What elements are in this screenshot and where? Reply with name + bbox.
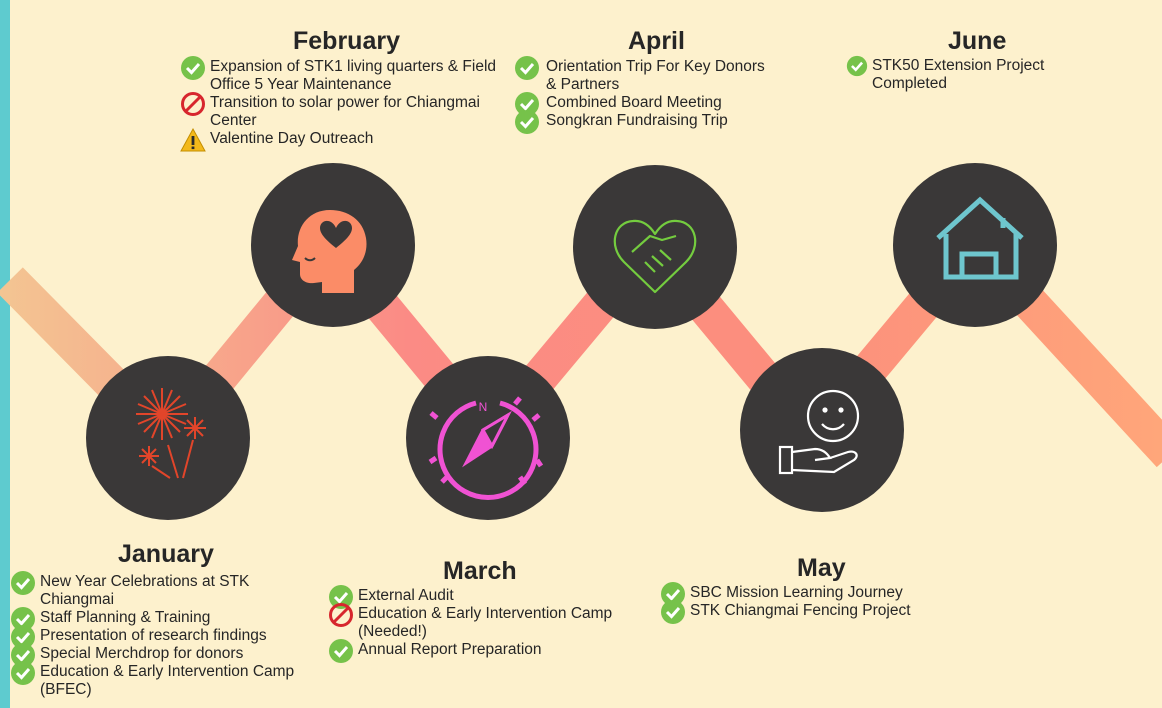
check-icon bbox=[515, 110, 539, 134]
list-item: Songkran Fundraising Trip bbox=[514, 110, 774, 134]
list-item: Special Merchdrop for donors bbox=[10, 643, 320, 667]
may-circle bbox=[740, 348, 904, 512]
list-item: External Audit bbox=[328, 585, 628, 609]
month-title-march: March bbox=[443, 557, 517, 585]
list-item: Combined Board Meeting bbox=[514, 92, 774, 116]
check-icon bbox=[11, 625, 35, 649]
month-title-may: May bbox=[797, 554, 846, 582]
list-item: Education & Early Intervention Camp (BFE… bbox=[10, 661, 320, 699]
house-icon bbox=[936, 196, 1024, 280]
month-title-april: April bbox=[628, 27, 685, 55]
check-icon bbox=[181, 56, 205, 80]
check-icon bbox=[329, 639, 353, 663]
check-icon bbox=[661, 582, 685, 606]
month-title-february: February bbox=[293, 27, 400, 55]
list-item: Education & Early Intervention Camp (Nee… bbox=[328, 603, 628, 641]
head-heart-icon bbox=[292, 210, 367, 293]
check-icon bbox=[11, 643, 35, 667]
blocked-icon bbox=[181, 92, 205, 116]
january-items: New Year Celebrations at STK Chiangmai S… bbox=[10, 571, 320, 699]
check-icon bbox=[846, 55, 868, 77]
june-items: STK50 Extension Project Completed bbox=[846, 55, 1096, 93]
month-title-june: June bbox=[948, 27, 1007, 55]
list-item: Valentine Day Outreach bbox=[180, 127, 510, 152]
check-icon bbox=[661, 600, 685, 624]
blocked-icon bbox=[329, 603, 353, 627]
month-title-january: January bbox=[118, 540, 214, 568]
list-item: Presentation of research findings bbox=[10, 625, 320, 649]
list-item: Transition to solar power for Chiangmai … bbox=[180, 92, 510, 130]
check-icon bbox=[329, 585, 353, 609]
april-circle bbox=[573, 165, 737, 329]
check-icon bbox=[515, 56, 539, 80]
check-icon bbox=[11, 661, 35, 685]
fireworks-icon bbox=[136, 388, 206, 479]
list-item: STK Chiangmai Fencing Project bbox=[660, 600, 960, 624]
march-items: External Audit Education & Early Interve… bbox=[328, 585, 628, 663]
check-icon bbox=[11, 607, 35, 631]
svg-text:N: N bbox=[479, 400, 488, 414]
left-accent-stripe bbox=[0, 0, 10, 708]
list-item: STK50 Extension Project Completed bbox=[846, 55, 1096, 93]
warning-icon bbox=[180, 127, 206, 152]
check-icon bbox=[515, 92, 539, 116]
may-items: SBC Mission Learning Journey STK Chiangm… bbox=[660, 582, 960, 624]
february-items: Expansion of STK1 living quarters & Fiel… bbox=[180, 56, 510, 152]
list-item: Orientation Trip For Key Donors & Partne… bbox=[514, 56, 774, 94]
hand-smile-icon bbox=[778, 389, 860, 475]
handshake-heart-icon bbox=[613, 219, 697, 294]
list-item: Staff Planning & Training bbox=[10, 607, 320, 631]
compass-icon: N bbox=[428, 396, 544, 500]
list-item: New Year Celebrations at STK Chiangmai bbox=[10, 571, 320, 609]
list-item: Expansion of STK1 living quarters & Fiel… bbox=[180, 56, 510, 94]
april-items: Orientation Trip For Key Donors & Partne… bbox=[514, 56, 774, 134]
check-icon bbox=[11, 571, 35, 595]
list-item: SBC Mission Learning Journey bbox=[660, 582, 960, 606]
january-circle bbox=[86, 356, 250, 520]
june-circle bbox=[893, 163, 1057, 327]
list-item: Annual Report Preparation bbox=[328, 639, 628, 663]
